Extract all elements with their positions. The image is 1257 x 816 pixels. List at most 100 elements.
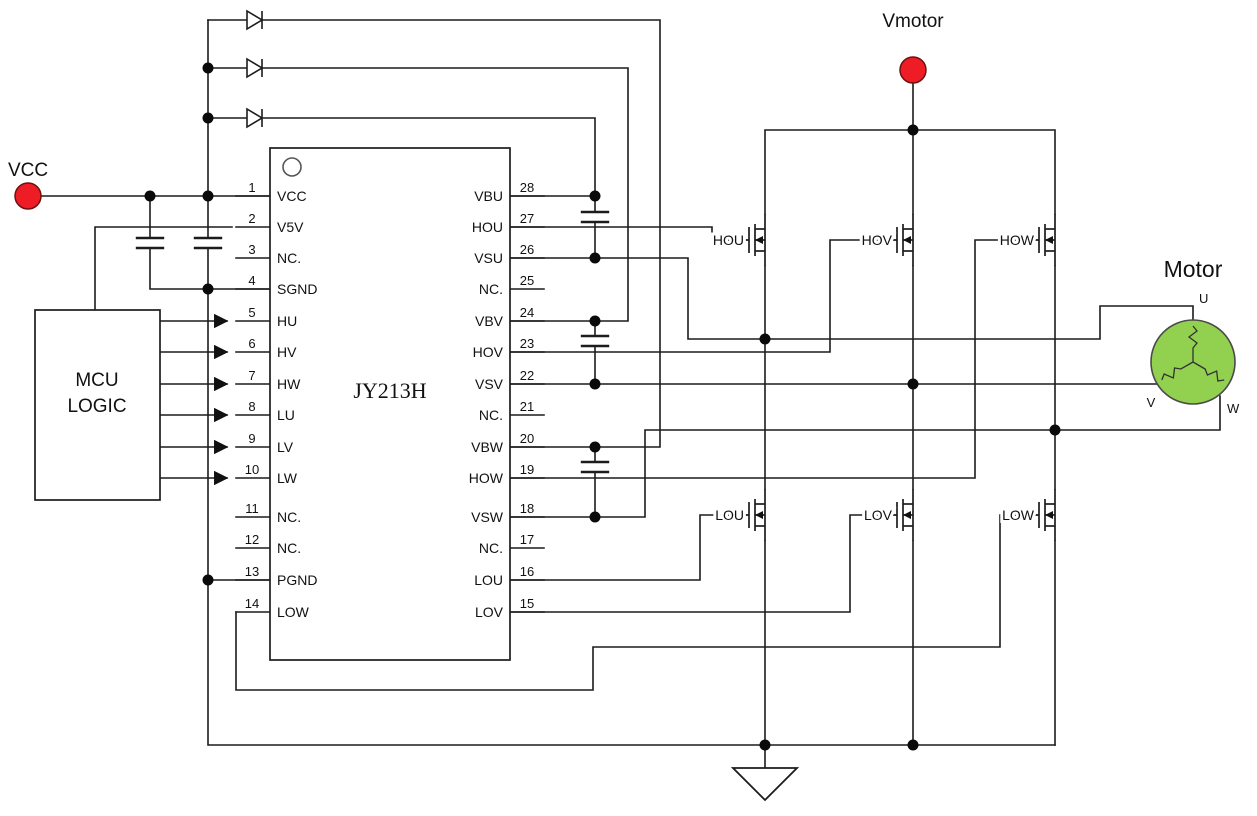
pin-number: 19: [520, 462, 534, 477]
mosfet-label-lou: LOU: [715, 507, 744, 523]
motor-terminal-v: V: [1147, 395, 1156, 410]
v5v-wire: [94, 226, 233, 311]
half-bridge-columns: [764, 265, 1056, 746]
pin-name: HOV: [473, 344, 504, 360]
motor-label: Motor: [1164, 256, 1223, 282]
pin-name: HW: [277, 376, 301, 392]
pin-number: 17: [520, 532, 534, 547]
mosfet-label-low: LOW: [1002, 507, 1035, 523]
wires: [40, 19, 1221, 769]
pin-number: 21: [520, 399, 534, 414]
vmotor-label: Vmotor: [882, 11, 944, 32]
vmotor-terminal: [899, 56, 927, 84]
pin-number: 11: [245, 501, 259, 516]
pin-name: LV: [277, 439, 294, 455]
pin-name: NC.: [277, 509, 301, 525]
junction-dot: [202, 574, 214, 586]
pin-number: 14: [245, 596, 259, 611]
ic-left-pins: 1 VCC 2 V5V 3 NC. 4 SGND 5 HU 6 HV 7 HW …: [245, 180, 318, 620]
junction-dot: [589, 190, 601, 202]
junction-dot: [759, 333, 771, 345]
pin-name: HOU: [472, 219, 503, 235]
pin-number: 7: [248, 368, 255, 383]
pin-name: VSV: [475, 376, 504, 392]
pin-number: 23: [520, 336, 534, 351]
motor-terminal-u: U: [1199, 291, 1208, 306]
ic-right-pins: 28 VBU 27 HOU 26 VSU 25 NC. 24 VBV 23 HO…: [469, 180, 534, 620]
junction-dot: [759, 739, 771, 751]
pin-name: PGND: [277, 572, 317, 588]
pin-number: 22: [520, 368, 534, 383]
pin-name: VCC: [277, 188, 307, 204]
bootstrap-diode-u: [246, 10, 263, 30]
junction-dot: [589, 441, 601, 453]
vcc-label: VCC: [8, 160, 48, 181]
pin-number: 2: [248, 211, 255, 226]
pin-name: NC.: [277, 540, 301, 556]
junction-dot: [202, 112, 214, 124]
junction-dot: [589, 378, 601, 390]
junction-dot: [907, 124, 919, 136]
ic-name: JY213H: [353, 378, 426, 403]
mcu-signal-arrows: [159, 313, 229, 486]
junction-dot: [144, 190, 156, 202]
pin-number: 12: [245, 532, 259, 547]
pin-name: LOW: [277, 604, 310, 620]
pin-name: V5V: [277, 219, 304, 235]
mosfet-label-lov: LOV: [864, 507, 893, 523]
junction-dot: [589, 252, 601, 264]
pin-number: 4: [248, 273, 255, 288]
mosfet-label-hou: HOU: [713, 232, 744, 248]
w-phase-wire: [509, 395, 1221, 518]
junction-dot: [202, 190, 214, 202]
lov-gate-wire: [509, 514, 875, 613]
junction-dot: [589, 315, 601, 327]
pin-name: LW: [277, 470, 298, 486]
vcc-terminal: [14, 182, 42, 210]
low-gate-wire: [235, 514, 1017, 691]
mosfet-label-how: HOW: [1000, 232, 1035, 248]
bootstrap-diode-v: [246, 58, 263, 78]
pin-number: 15: [520, 596, 534, 611]
pin-name: VSU: [474, 250, 503, 266]
mcu-label-line2: LOGIC: [67, 396, 126, 417]
pin-number: 20: [520, 431, 534, 446]
hov-gate-wire: [509, 239, 875, 353]
junction-dot: [589, 511, 601, 523]
pin-number: 25: [520, 273, 534, 288]
pin-number: 8: [248, 399, 255, 414]
pin-number: 27: [520, 211, 534, 226]
pin-number: 9: [248, 431, 255, 446]
pin-name: HV: [277, 344, 297, 360]
pin-name: LU: [277, 407, 295, 423]
pin-number: 5: [248, 305, 255, 320]
pin-name: HOW: [469, 470, 504, 486]
pin-name: VBV: [475, 313, 504, 329]
pin-name: VBW: [471, 439, 504, 455]
bootstrap-diode-rows: [207, 19, 661, 448]
pin-name: NC.: [277, 250, 301, 266]
junction-dot: [202, 283, 214, 295]
pin-name: SGND: [277, 281, 317, 297]
motor-terminal-w: W: [1227, 401, 1240, 416]
bootstrap-diodes: [246, 10, 263, 128]
mosfets: [724, 213, 1056, 542]
pin-number: 26: [520, 242, 534, 257]
pin-number: 6: [248, 336, 255, 351]
ground-symbol: [730, 767, 800, 802]
right-pin-stubs: [509, 195, 545, 613]
pin-number: 18: [520, 501, 534, 516]
lou-gate-wire: [509, 514, 727, 581]
capacitor-plates: [135, 210, 610, 474]
left-pin-stubs: [235, 195, 271, 613]
ic-body: [269, 147, 511, 661]
pin-number: 3: [248, 242, 255, 257]
bootstrap-diode-w: [246, 108, 263, 128]
pin-number: 16: [520, 564, 534, 579]
pin-name: HU: [277, 313, 297, 329]
pin-number: 13: [245, 564, 259, 579]
pin-name: VBU: [474, 188, 503, 204]
pin-number: 28: [520, 180, 534, 195]
pin-number: 1: [248, 180, 255, 195]
